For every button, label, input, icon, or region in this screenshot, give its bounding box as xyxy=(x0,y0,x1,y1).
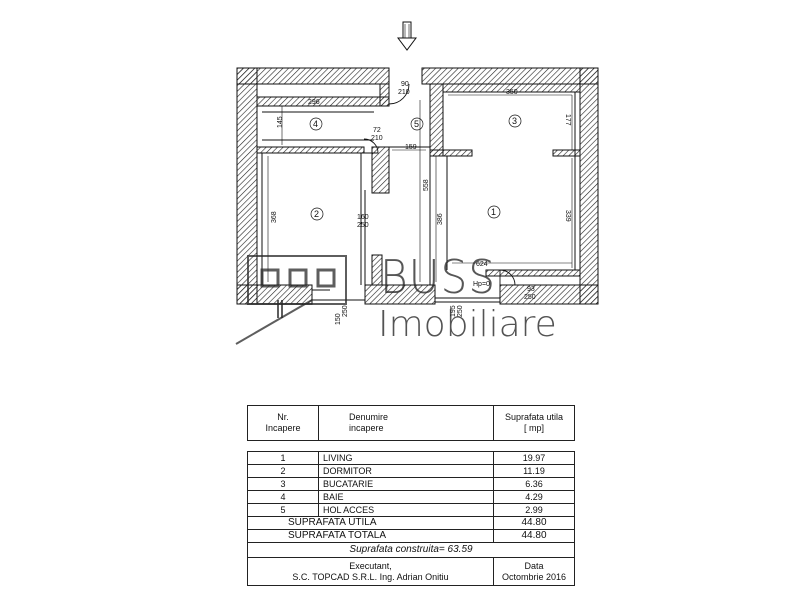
dim-label: 339 xyxy=(564,210,571,222)
header-nr: Nr. Incapere xyxy=(247,405,319,441)
row-name: LIVING xyxy=(318,451,494,465)
entry-arrow-icon xyxy=(397,21,417,51)
dim-label: 250 xyxy=(457,305,464,317)
row-nr: 1 xyxy=(247,451,319,465)
room-marker xyxy=(410,117,424,131)
dim-label: 210 xyxy=(398,89,410,96)
header-area-text: Suprafata utila [ mp] xyxy=(504,412,564,433)
dimension-lines xyxy=(262,94,573,282)
table-row: 4 BAIE 4.29 xyxy=(247,490,575,504)
room-number: 5 xyxy=(414,119,419,129)
built-area-text: Suprafata construita= 63.59 xyxy=(247,542,575,558)
total-area-row: SUPRAFATA TOTALA 44.80 xyxy=(247,529,575,543)
header-name: Denumire incapere xyxy=(318,405,494,441)
dim-label: 72 xyxy=(373,127,381,134)
room-marker xyxy=(487,205,501,219)
row-name: BAIE xyxy=(318,490,494,504)
spacer-cell xyxy=(247,440,575,452)
dim-label: 386 xyxy=(437,213,444,225)
dim-label: 160 xyxy=(357,214,369,221)
util-area-value: 44.80 xyxy=(493,516,575,530)
dim-label: 93 xyxy=(527,286,535,293)
total-area-label: SUPRAFATA TOTALA xyxy=(247,529,494,543)
row-area: 19.97 xyxy=(493,451,575,465)
row-nr: 2 xyxy=(247,464,319,478)
logo-text-imobiliare: Imobiliare xyxy=(378,304,557,345)
table-header-row: Nr. Incapere Denumire incapere Suprafata… xyxy=(247,405,575,441)
header-nr-text: Nr. Incapere xyxy=(265,412,301,433)
table-row: 5 HOL ACCES 2.99 xyxy=(247,503,575,517)
outer-walls xyxy=(236,67,599,305)
inner-walls xyxy=(256,83,581,286)
dimension-labels: 90 210 296 145 72 210 350 177 159 558 36… xyxy=(271,81,571,325)
logo-text-buss: BUSS xyxy=(380,250,497,304)
room-number: 3 xyxy=(512,116,517,126)
dim-label: 150 xyxy=(335,313,342,325)
util-area-label: SUPRAFATA UTILA xyxy=(247,516,494,530)
dim-label: 350 xyxy=(506,89,518,96)
row-area: 6.36 xyxy=(493,477,575,491)
watermark-logo: BUSS Imobiliare xyxy=(230,248,590,358)
room-marker xyxy=(309,117,323,131)
row-nr: 4 xyxy=(247,490,319,504)
dim-label: 250 xyxy=(357,222,369,229)
signature-row: Executant, S.C. TOPCAD S.R.L. Ing. Adria… xyxy=(247,557,575,586)
date-cell: Data Octombrie 2016 xyxy=(493,557,575,586)
row-area: 11.19 xyxy=(493,464,575,478)
row-area: 2.99 xyxy=(493,503,575,517)
dim-label: 624 xyxy=(476,261,488,268)
date-text: Data Octombrie 2016 xyxy=(501,561,567,582)
dim-label: 177 xyxy=(564,114,571,126)
header-area: Suprafata utila [ mp] xyxy=(493,405,575,441)
table-row: 1 LIVING 19.97 xyxy=(247,451,575,465)
row-nr: 5 xyxy=(247,503,319,517)
room-area-table: Nr. Incapere Denumire incapere Suprafata… xyxy=(247,405,575,586)
door-swings xyxy=(312,83,516,303)
table-spacer xyxy=(247,440,575,452)
total-area-value: 44.80 xyxy=(493,529,575,543)
util-area-row: SUPRAFATA UTILA 44.80 xyxy=(247,516,575,530)
room-marker xyxy=(508,114,522,128)
dim-label: 159 xyxy=(405,144,417,151)
room-number: 4 xyxy=(313,119,318,129)
row-nr: 3 xyxy=(247,477,319,491)
built-area-row: Suprafata construita= 63.59 xyxy=(247,542,575,558)
room-numbers: 4 5 3 2 1 xyxy=(309,114,522,221)
row-name: BUCATARIE xyxy=(318,477,494,491)
room-number: 2 xyxy=(314,209,319,219)
dim-label: 250 xyxy=(342,305,349,317)
table-row: 3 BUCATARIE 6.36 xyxy=(247,477,575,491)
dim-label: 145 xyxy=(277,116,284,128)
room-number: 1 xyxy=(491,207,496,217)
table-row: 2 DORMITOR 11.19 xyxy=(247,464,575,478)
row-name: DORMITOR xyxy=(318,464,494,478)
row-name: HOL ACCES xyxy=(318,503,494,517)
dim-label: 195 xyxy=(450,305,457,317)
dim-label: 210 xyxy=(371,135,383,142)
executant-text: Executant, S.C. TOPCAD S.R.L. Ing. Adria… xyxy=(292,561,449,582)
row-area: 4.29 xyxy=(493,490,575,504)
dim-label: Hp=0 xyxy=(473,281,490,288)
logo-mark-icon xyxy=(235,255,347,345)
dim-label: 296 xyxy=(308,99,320,106)
dim-label: 558 xyxy=(423,179,430,191)
dim-label: 90 xyxy=(401,81,409,88)
dim-label: 368 xyxy=(271,211,278,223)
executant-cell: Executant, S.C. TOPCAD S.R.L. Ing. Adria… xyxy=(247,557,494,586)
interior-lines xyxy=(261,92,576,285)
dim-label: 250 xyxy=(524,294,536,301)
header-name-text: Denumire incapere xyxy=(349,412,389,433)
room-marker xyxy=(310,207,324,221)
